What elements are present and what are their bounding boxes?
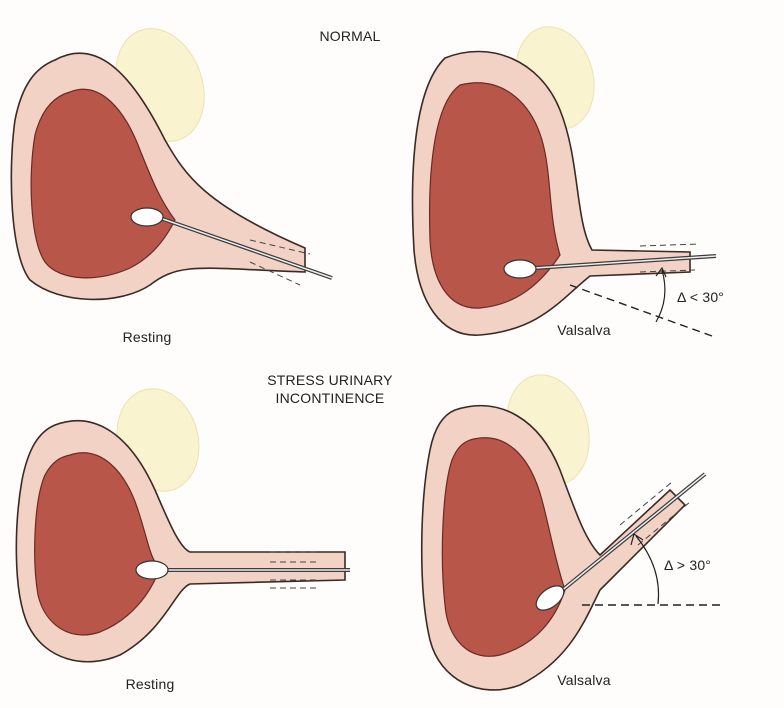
angle-indicator bbox=[569, 266, 713, 337]
angle-indicator bbox=[582, 533, 720, 606]
section-title-sui-line1: STRESS URINARY bbox=[267, 372, 393, 388]
panel-label-sui-resting: Resting bbox=[125, 676, 175, 692]
bladder-lumen bbox=[441, 437, 566, 657]
panel-normal-valsalva bbox=[411, 26, 717, 337]
bladder-lumen bbox=[34, 452, 161, 636]
section-title-normal: NORMAL bbox=[319, 28, 381, 44]
bladder-lumen bbox=[428, 82, 561, 309]
angle-label-normal: Δ < 30° bbox=[677, 289, 725, 305]
panel-normal-resting bbox=[10, 28, 333, 301]
section-title-sui-line2: INCONTINENCE bbox=[275, 390, 385, 406]
angle-label-sui: Δ > 30° bbox=[664, 557, 712, 573]
cotton-swab bbox=[135, 551, 350, 589]
panel-sui-resting bbox=[15, 388, 350, 663]
panel-label-normal-valsalva: Valsalva bbox=[557, 322, 611, 338]
cotton-swab bbox=[503, 243, 717, 279]
cotton-swab bbox=[535, 472, 707, 611]
panel-sui-valsalva bbox=[420, 374, 720, 691]
panel-label-sui-valsalva: Valsalva bbox=[557, 672, 611, 688]
cotton-swab bbox=[130, 207, 333, 286]
panel-label-normal-resting: Resting bbox=[122, 329, 172, 345]
